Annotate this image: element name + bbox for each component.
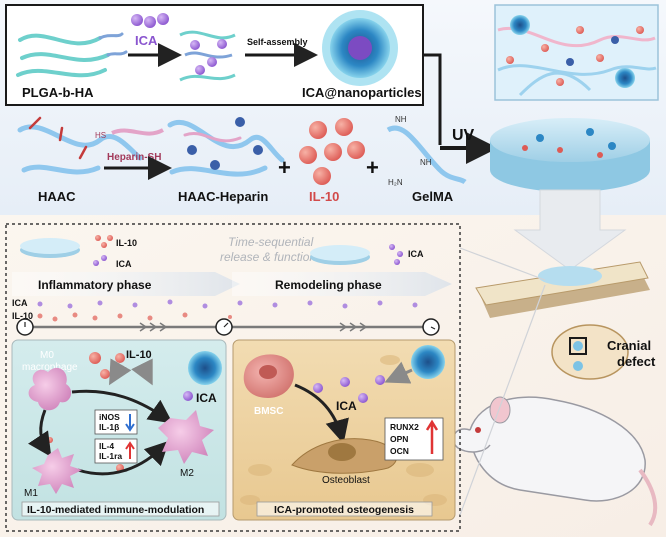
m2-label: M2: [180, 468, 194, 479]
ica-particles-osteo: [313, 375, 385, 403]
up-arrow-osteo: [425, 419, 439, 454]
self-assembly-label: Self-assembly: [247, 37, 308, 47]
connector-line: [423, 53, 442, 145]
plga-b-ha-label: PLGA-b-HA: [22, 85, 94, 100]
m0-label-line1: M0: [40, 350, 54, 361]
nanoparticles-label: ICA@nanoparticles: [302, 85, 422, 100]
release-disc-right: [310, 244, 403, 265]
bmsc-label: BMSC: [254, 406, 283, 417]
m0-macrophage-cell: [28, 367, 72, 411]
timeline-title-line1: Time-sequential: [228, 235, 314, 249]
immune-nanoparticle: [188, 351, 222, 385]
ica-molecules: [131, 13, 169, 28]
release-disc-left: [20, 235, 113, 266]
immune-caption-box: [21, 501, 220, 517]
il10-release-track: [37, 312, 232, 322]
timeline-title-line2: release & functions: [220, 250, 322, 264]
inos-label: iNOS: [99, 412, 120, 422]
immune-caption: IL-10-mediated immune-modulation: [27, 504, 204, 516]
up-arrow-immune: [125, 441, 135, 459]
track-il10-label: IL-10: [12, 311, 33, 321]
release-mechanism-panel: [5, 223, 461, 532]
immune-ica-particle: [183, 391, 193, 401]
bmsc-cell: [243, 354, 294, 398]
remodeling-phase-label: Remodeling phase: [275, 278, 382, 292]
il1b-label: IL-1β: [99, 422, 119, 432]
cranial-defect-site: [475, 261, 650, 318]
m1-macrophage-cell: [32, 448, 82, 494]
ica-nanoparticle: [322, 10, 398, 86]
il1ra-label: IL-1ra: [99, 451, 122, 461]
il4-label: IL-4: [99, 441, 114, 451]
immune-ica-label: ICA: [196, 391, 217, 405]
polymer-ica-mixture: [179, 30, 236, 82]
osteo-caption-box: [256, 501, 433, 517]
ocn-label: OCN: [390, 446, 409, 456]
m1-label: M1: [24, 488, 38, 499]
m0-to-m2-arrow: [71, 389, 173, 424]
osteo-release-arrow: [384, 361, 413, 384]
gelma-label: GelMA: [412, 189, 454, 204]
release-il10-label: IL-10: [116, 238, 137, 248]
heparin-sh-label: Heparin-SH: [107, 152, 161, 163]
haac-heparin: [167, 117, 285, 177]
rat-illustration: [452, 396, 658, 527]
release-ica-right-label: ICA: [408, 249, 424, 259]
heparin-sh: HS: [95, 128, 164, 140]
il10-arrow-b: [131, 358, 153, 386]
haac-molecule: [17, 116, 143, 175]
osteoblast-cell: [291, 438, 397, 474]
osteo-ica-label: ICA: [336, 399, 357, 413]
zoom-guide-lines: [459, 247, 546, 516]
plus-sign-1: +: [278, 155, 291, 180]
cranial-defect-label-2: defect: [617, 354, 656, 369]
ica-release-track: [37, 299, 418, 309]
hydrogel-disc: [490, 118, 650, 192]
track-ica-label: ICA: [12, 298, 28, 308]
down-arrow: [125, 414, 135, 432]
inflammatory-phase-label: Inflammatory phase: [38, 278, 152, 292]
cranial-defect-label-1: Cranial: [607, 338, 651, 353]
svg-text:H₂N: H₂N: [388, 178, 403, 187]
il10-arrow-a: [109, 358, 132, 386]
il10-label: IL-10: [309, 189, 339, 204]
uv-label: UV: [452, 127, 475, 144]
m2-macrophage-cell: [158, 410, 214, 464]
m0-to-m1-arrow: [28, 409, 52, 457]
ica-label-top: ICA: [135, 33, 158, 48]
inflammatory-phase-arrow: [12, 272, 240, 296]
svg-text:HS: HS: [95, 131, 106, 140]
runx2-label: RUNX2: [390, 422, 419, 432]
osteo-caption: ICA-promoted osteogenesis: [274, 504, 414, 516]
gelma-molecule: NH NH H₂N: [386, 115, 467, 187]
skull: [551, 324, 629, 380]
m1-to-m2-arrow: [77, 440, 170, 476]
release-ica-label: ICA: [116, 259, 132, 269]
opn-label: OPN: [390, 434, 408, 444]
svg-text:NH: NH: [395, 115, 407, 124]
hydrogel-network-zoom: [497, 15, 657, 97]
haac-label: HAAC: [38, 189, 76, 204]
plga-b-ha-polymer: [16, 32, 128, 78]
osteo-nanoparticle: [411, 345, 445, 379]
timeline-bar: [16, 318, 440, 336]
remodeling-phase-arrow: [232, 272, 452, 296]
osteoblast-label: Osteoblast: [322, 475, 370, 486]
m0-label-line2: macrophage: [22, 362, 78, 373]
haac-heparin-label: HAAC-Heparin: [178, 189, 268, 204]
implant-arrow: [513, 189, 627, 271]
bmsc-to-osteoblast-arrow: [294, 383, 349, 444]
immune-il10-label: IL-10: [126, 349, 152, 361]
svg-text:NH: NH: [420, 158, 432, 167]
plus-sign-2: +: [366, 155, 379, 180]
il10-spheres: [299, 118, 365, 185]
